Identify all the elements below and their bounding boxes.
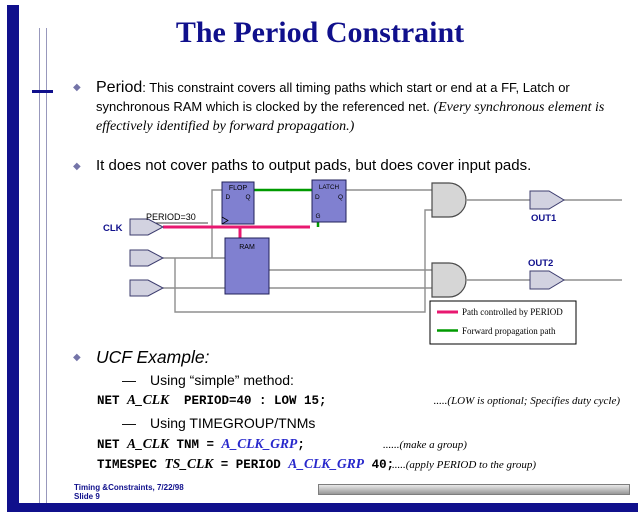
code3-end: 40; [364, 458, 395, 472]
bullet-period-text: Period: This constraint covers all timin… [96, 79, 621, 137]
code-line-simple: NET A_CLK PERIOD=40 : LOW 15; [97, 392, 327, 408]
signal-wires [163, 189, 622, 313]
period-net-path [163, 225, 310, 238]
code2-group-name: A_CLK_GRP [221, 436, 298, 451]
ucf-heading-text: UCF Example: [96, 347, 210, 367]
page-title: The Period Constraint [175, 16, 465, 49]
and-gate-1 [431, 182, 467, 218]
bullet-diamond-icon: ◆ [73, 82, 81, 93]
code2-keyword: NET [97, 438, 128, 452]
code1-keyword: NET [97, 394, 128, 408]
data-input-buffer-1 [129, 249, 165, 267]
left-pinstripe-2 [46, 28, 47, 504]
code2-mid: TNM = [169, 438, 222, 452]
bullet-period: ◆ Period: This constraint covers all tim… [73, 79, 621, 137]
legend-box [429, 300, 577, 345]
bullet-diamond-icon: ◆ [73, 161, 81, 172]
timegroup-method-label: Using TIMEGROUP/TNMs [150, 415, 316, 431]
code2-end: ; [297, 438, 305, 452]
note-make-group: ......(make a group) [383, 439, 467, 451]
latch-g-pin-label: G [316, 213, 321, 220]
left-pinstripe-1 [39, 28, 40, 504]
flop-label: FLOP [229, 185, 248, 192]
dash-icon: — [122, 372, 136, 388]
ram-block [224, 237, 270, 295]
legend-forward-label: Forward propagation path [462, 326, 556, 336]
period-constraint-label: PERIOD=30 [146, 212, 196, 222]
latch-q-pin-label: Q [338, 194, 343, 201]
code2-net-name: A_CLK [127, 436, 170, 451]
bottom-gray-bar [318, 484, 630, 495]
code3-mid: = PERIOD [213, 458, 289, 472]
footer-slide-number: Slide 9 [74, 492, 100, 501]
timegroup-method-item: — Using TIMEGROUP/TNMs [122, 415, 315, 431]
dash-icon: — [122, 415, 136, 431]
out1-buffer [529, 190, 565, 210]
slide-footer: Timing &Constraints, 7/22/98 Slide 9 [74, 483, 184, 501]
period-keyword: Period [96, 79, 143, 96]
code3-group-name: A_CLK_GRP [288, 456, 365, 471]
and-gate-2 [431, 262, 467, 298]
legend-period-label: Path controlled by PERIOD [462, 307, 563, 317]
simple-method-label: Using “simple” method: [150, 372, 294, 388]
period-body-text: : This constraint covers all timing path… [96, 80, 570, 114]
note-apply-period: .....(apply PERIOD to the group) [392, 459, 537, 471]
latch-label: LATCH [319, 184, 340, 191]
ucf-example-heading: ◆ UCF Example: [73, 347, 209, 368]
forward-propagation-path [254, 188, 320, 227]
flop-q-pin-label: Q [245, 194, 250, 201]
simple-method-item: — Using “simple” method: [122, 372, 294, 388]
flop-clock-pin-icon [221, 216, 229, 225]
out1-label: OUT1 [531, 213, 557, 224]
clk-input-buffer [129, 218, 165, 236]
out2-label: OUT2 [528, 258, 553, 269]
ram-label: RAM [239, 244, 255, 251]
flop-d-pin-label: D [226, 194, 231, 201]
latch-block [311, 179, 347, 223]
code3-spec-name: TS_CLK [164, 456, 214, 471]
code1-net-name: A_CLK [127, 392, 170, 407]
footer-deck-title: Timing &Constraints, 7/22/98 [74, 483, 184, 492]
period-parenthetical: (Every synchronous element is effectivel… [96, 99, 605, 135]
left-border-bar [7, 5, 19, 512]
out2-buffer [529, 270, 565, 290]
bullet-io-pads: ◆ It does not cover paths to output pads… [73, 157, 639, 176]
note-duty-cycle: .....(LOW is optional; Specifies duty cy… [433, 395, 620, 407]
bottom-border-bar [7, 503, 638, 512]
bullet-io-pads-text: It does not cover paths to output pads, … [96, 157, 532, 174]
code1-rest: PERIOD=40 : LOW 15; [169, 394, 327, 408]
flop-block [221, 181, 255, 225]
code-line-timespec: TIMESPEC TS_CLK = PERIOD A_CLK_GRP 40; [97, 456, 394, 472]
latch-d-pin-label: D [315, 194, 320, 201]
left-pinstripe-tick [32, 90, 53, 93]
clk-label: CLK [103, 223, 123, 234]
data-input-buffer-2 [129, 279, 165, 297]
code3-keyword: TIMESPEC [97, 458, 165, 472]
bullet-diamond-icon: ◆ [73, 352, 81, 363]
code-line-tnm: NET A_CLK TNM = A_CLK_GRP; [97, 436, 305, 452]
